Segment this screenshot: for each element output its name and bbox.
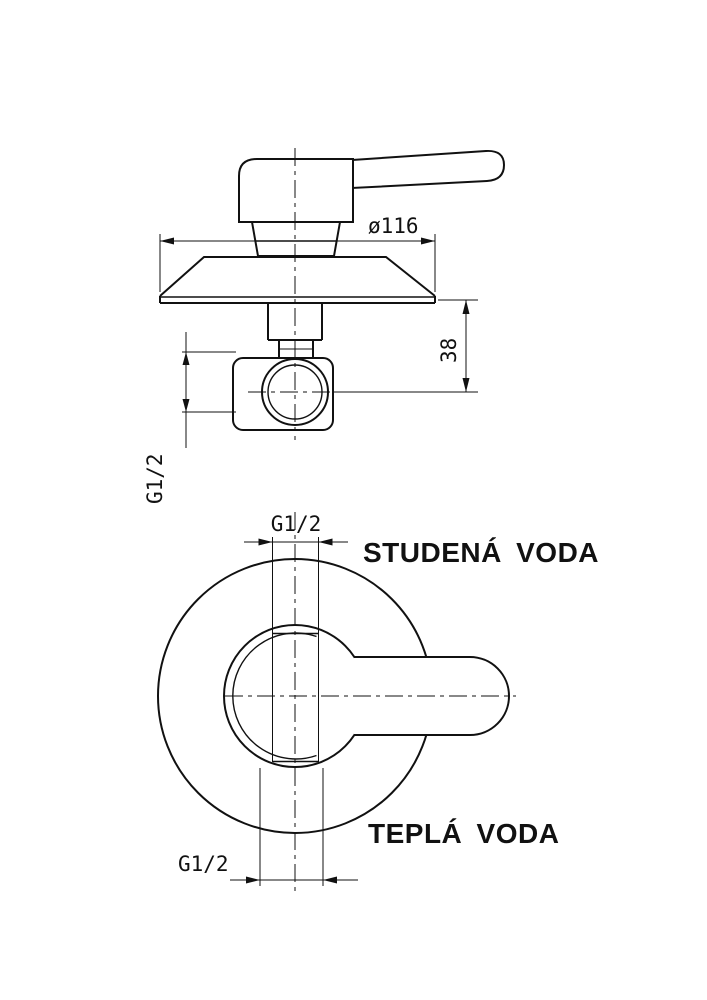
- dim-thread-side: G1/2: [143, 332, 236, 504]
- dim-thread-bottom-label: G1/2: [178, 852, 229, 876]
- side-view: ø116 38 G1/2: [143, 148, 506, 504]
- dim-diameter: ø116: [159, 214, 436, 292]
- dim-diameter-label: ø116: [368, 214, 419, 238]
- dim-depth-label: 38: [437, 338, 461, 363]
- cover-plate-side: [159, 256, 436, 304]
- dim-thread-top-label: G1/2: [271, 512, 322, 536]
- lever-handle: [351, 149, 506, 190]
- handle-hub: [238, 158, 354, 223]
- arrow-right-icon: [258, 538, 273, 546]
- front-view: G1/2 G1/2 STUDENÁ VODA TEPLÁ VODA: [157, 512, 599, 892]
- arrow-left-icon: [160, 237, 174, 245]
- cold-water-label: STUDENÁ VODA: [363, 537, 599, 568]
- arrow-up-icon: [182, 352, 190, 365]
- arrow-right-icon: [246, 876, 260, 884]
- hot-water-label: TEPLÁ VODA: [368, 818, 559, 849]
- arrow-down-icon: [182, 399, 190, 412]
- valve-body-side: [232, 303, 334, 431]
- arrow-up-icon: [462, 300, 470, 314]
- dim-thread-bottom: G1/2: [178, 768, 358, 886]
- handle-base: [250, 221, 342, 257]
- centerlines-side: [248, 148, 342, 440]
- arrow-down-icon: [462, 378, 470, 392]
- dim-thread-side-label: G1/2: [143, 453, 167, 504]
- centerlines-front: [225, 512, 516, 892]
- arrow-right-icon: [421, 237, 435, 245]
- arrow-left-icon: [323, 876, 337, 884]
- dim-thread-top: G1/2: [244, 512, 348, 546]
- dim-depth: 38: [332, 299, 478, 393]
- arrow-left-icon: [318, 538, 333, 546]
